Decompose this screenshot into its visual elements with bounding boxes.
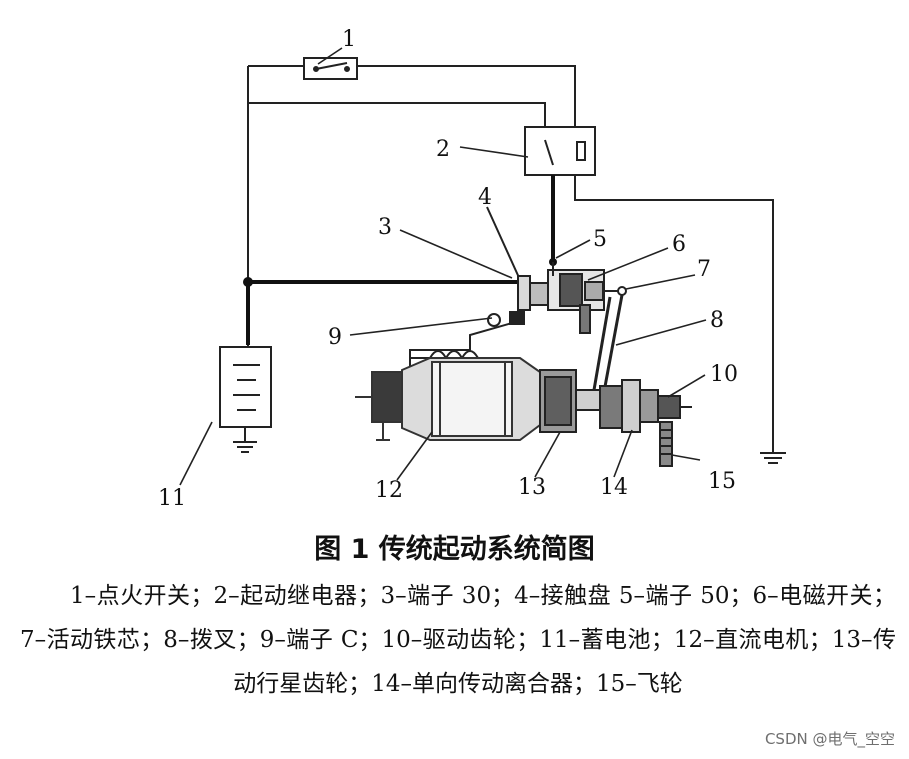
planetary-gear [539, 369, 601, 433]
label-3: 3 [378, 215, 392, 240]
ignition-switch [303, 57, 358, 80]
figure-caption: 图 1 传统起动系统简图 [314, 534, 595, 565]
junction-dot [243, 277, 253, 287]
label-10: 10 [710, 362, 738, 387]
leader-lines [179, 47, 707, 486]
label-7: 7 [697, 257, 711, 282]
label-9: 9 [328, 325, 342, 350]
label-6: 6 [672, 232, 686, 257]
label-15: 15 [708, 469, 736, 494]
drive-gear [657, 395, 692, 419]
label-14: 14 [600, 475, 628, 500]
label-8: 8 [710, 308, 724, 333]
label-4: 4 [478, 185, 492, 210]
flywheel [659, 421, 673, 467]
label-2: 2 [436, 137, 450, 162]
label-5: 5 [593, 227, 607, 252]
label-12: 12 [375, 478, 403, 503]
main-cable [246, 175, 555, 345]
terminal-c [487, 311, 525, 327]
label-1: 1 [342, 27, 356, 52]
battery [219, 346, 272, 453]
starter-relay [524, 126, 596, 176]
one-way-clutch [599, 379, 659, 433]
label-13: 13 [518, 475, 546, 500]
starter-system-diagram: 1 2 3 4 5 6 7 8 9 10 11 12 13 14 15 [158, 27, 786, 511]
dc-motor [355, 357, 541, 441]
watermark: CSDN @电气_空空 [764, 730, 895, 748]
shift-fork [592, 294, 624, 393]
field-coil [429, 350, 479, 361]
ground-symbol [760, 452, 786, 464]
label-11: 11 [158, 486, 186, 511]
figure-legend: 1–点火开关；2–起动继电器；3–端子 30；4–接触盘 5–端子 50；6–电… [20, 583, 896, 697]
